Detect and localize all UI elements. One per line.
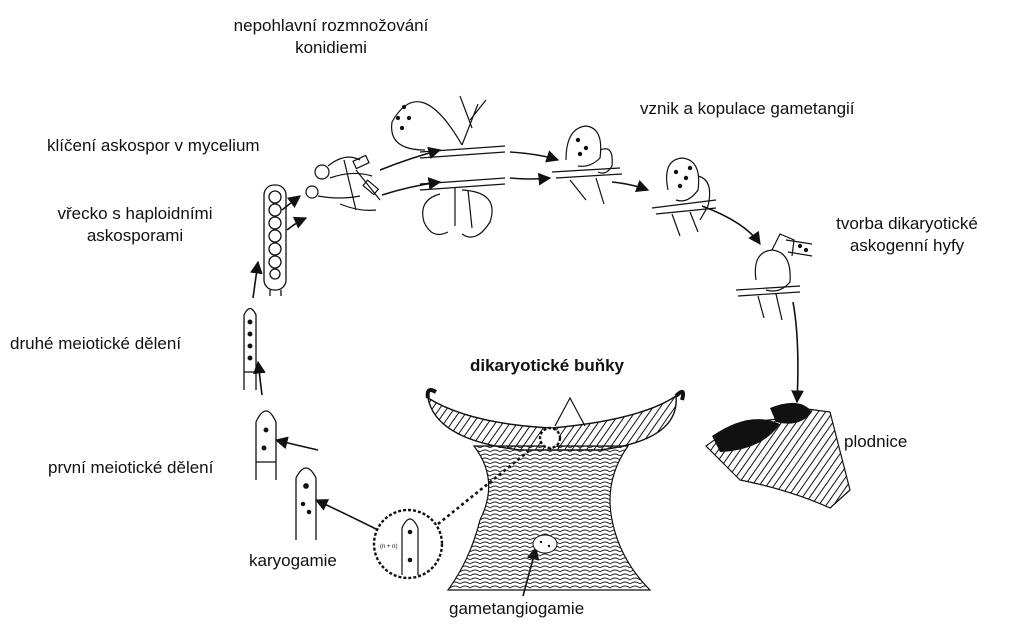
apothecium-section: [428, 390, 683, 590]
arrow-germination-to-conidia: [380, 150, 440, 170]
arrow-second-meiosis-to-ascus: [253, 262, 258, 298]
arrow-zoom-to-karyogamy: [316, 500, 378, 530]
germinating-ascospores: [306, 155, 380, 210]
arrow-ascus-to-germination: [282, 196, 300, 210]
conidiophores-upper: [392, 96, 505, 158]
gametangia-formation: [552, 126, 622, 204]
nuclei-label: (n + n): [380, 544, 398, 550]
conidiophores-lower: [420, 178, 505, 237]
copulating-gametangia: [652, 158, 716, 236]
ascogenous-hypha: [736, 234, 812, 320]
arrow-conidia-to-gametangia: [510, 152, 558, 160]
arrow-first-meiosis-to-second: [258, 362, 262, 395]
arrow-karyogamy-to-first-meiosis: [276, 440, 318, 450]
arrow-ascus-to-germination-2: [287, 218, 306, 230]
arrow-mycelium-to-gametangia: [510, 178, 550, 179]
ascus-with-ascospores: [264, 185, 286, 296]
arrow-hypha-to-fruiting-body: [793, 302, 798, 402]
second-meiosis-cell: [244, 309, 256, 391]
karyogamy-cell: [296, 468, 316, 540]
fruiting-body: [706, 403, 850, 508]
arrow-germination-to-mycelium: [382, 182, 440, 195]
arrow-gametangia-to-copulation: [612, 182, 648, 190]
arrow-copulation-to-hypha: [702, 206, 760, 244]
first-meiosis-cell: [256, 411, 276, 480]
